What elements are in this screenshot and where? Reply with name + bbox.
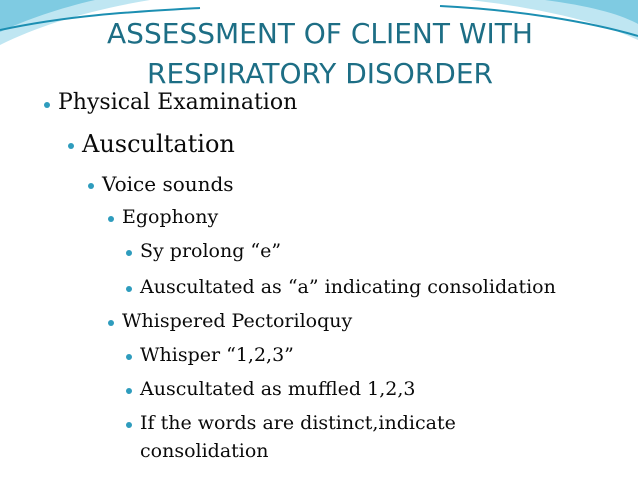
bullet-dot-icon [126,354,132,360]
bullet-text: Sy prolong “e” [140,240,282,262]
slide-title: ASSESSMENT OF CLIENT WITH RESPIRATORY DI… [40,14,600,94]
bullet-dot-icon [88,183,94,189]
bullet-dot-icon [126,286,132,292]
bullet-text: Whispered Pectoriloquy [122,310,353,332]
bullet-text: If the words are distinct,indicate [140,412,456,434]
slide-title-line2: RESPIRATORY DISORDER [147,57,493,90]
bullet-text: Voice sounds [102,172,234,196]
bullet-text: Physical Examination [58,90,298,115]
bullet-text: Egophony [122,206,219,228]
bullet-dot-icon [126,388,132,394]
bullet-text: Auscultation [82,130,235,158]
bullet-dot-icon [68,143,74,149]
bullet-text: Auscultated as muffled 1,2,3 [140,378,416,400]
bullet-dot-icon [108,320,114,326]
bullet-dot-icon [126,250,132,256]
bullet-text: Auscultated as “a” indicating consolidat… [140,276,556,298]
bullet-dot-icon [44,102,50,108]
bullet-text: consolidation [140,440,269,462]
bullet-text: Whisper “1,2,3” [140,344,294,366]
slide-title-line1: ASSESSMENT OF CLIENT WITH [107,17,533,50]
bullet-dot-icon [126,422,132,428]
bullet-dot-icon [108,216,114,222]
